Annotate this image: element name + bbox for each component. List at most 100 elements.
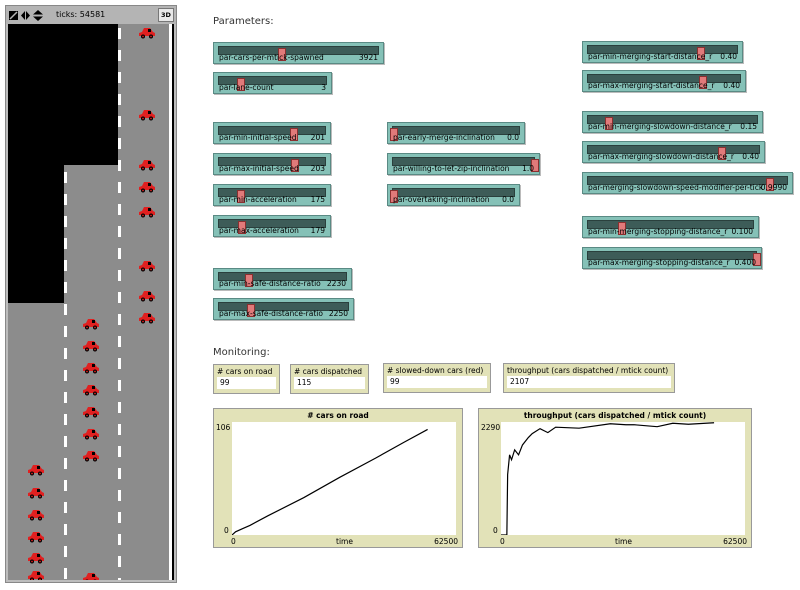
car-icon xyxy=(83,385,99,396)
slider-thumb[interactable] xyxy=(278,48,286,61)
slider-par-willing-to-let-zip-inclination[interactable]: par-willing-to-let-zip-inclination 1.0 xyxy=(387,153,540,175)
slider-thumb[interactable] xyxy=(531,159,539,172)
slider-par-early-merge-inclination[interactable]: par-early-merge-inclination 0.0 xyxy=(387,122,525,144)
lane-marking xyxy=(118,336,121,347)
slider-track[interactable] xyxy=(587,115,758,130)
slider-label: par-max-merging-start-distance_r xyxy=(588,81,715,90)
lane-marking xyxy=(118,424,121,435)
slider-thumb[interactable] xyxy=(618,222,626,235)
lane-marking xyxy=(118,138,121,149)
slider-par-max-acceleration[interactable]: par-max-acceleration 179 xyxy=(213,215,331,237)
slider-thumb[interactable] xyxy=(699,76,707,89)
lane-marking xyxy=(64,326,67,337)
slider-track[interactable] xyxy=(390,126,520,141)
slider-thumb[interactable] xyxy=(718,147,727,160)
lane-marking xyxy=(64,524,67,535)
lane-marking xyxy=(118,270,121,281)
monitor-label: throughput (cars dispatched / mtick coun… xyxy=(507,366,669,375)
car-icon xyxy=(28,488,44,499)
slider-par-max-merging-slowdown-distance_r[interactable]: par-max-merging-slowdown-distance_r 0.40 xyxy=(582,141,765,163)
slider-track[interactable] xyxy=(218,219,326,234)
slider-par-max-initial-speed[interactable]: par-max-initial-speed 203 xyxy=(213,153,331,175)
lane-marking xyxy=(118,380,121,391)
plot-xlabel: time xyxy=(336,537,353,546)
slider-track[interactable] xyxy=(218,272,347,287)
car-icon xyxy=(28,510,44,521)
slider-value: 0.40 xyxy=(723,81,740,90)
slider-value: 0.0 xyxy=(507,133,519,142)
slider-par-min-acceleration[interactable]: par-min-acceleration 175 xyxy=(213,184,331,206)
car-icon xyxy=(139,261,155,272)
slider-par-min-safe-distance-ratio[interactable]: par-min-safe-distance-ratio 2230 xyxy=(213,268,352,290)
lane-marking xyxy=(118,292,121,303)
lane-marking xyxy=(64,414,67,425)
slider-track[interactable] xyxy=(587,176,788,191)
lane-marking xyxy=(118,358,121,369)
slider-par-cars-per-mtick-spawned[interactable]: par-cars-per-mtick-spawned 3921 xyxy=(213,42,384,64)
slider-track[interactable] xyxy=(218,76,327,91)
slider-thumb[interactable] xyxy=(237,190,246,203)
car-icon xyxy=(28,532,44,543)
slider-thumb[interactable] xyxy=(753,253,761,266)
slider-value: 179 xyxy=(310,226,325,235)
slider-par-lane-count[interactable]: par-lane-count 3 xyxy=(213,72,332,94)
slider-par-overtaking-inclination[interactable]: par-overtaking-inclination 0.0 xyxy=(387,184,520,206)
lane-marking xyxy=(118,50,121,61)
plot-xmin: 0 xyxy=(500,537,505,546)
lane-marking xyxy=(64,546,67,557)
slider-thumb[interactable] xyxy=(245,274,254,287)
plot-area xyxy=(232,422,456,535)
slider-track[interactable] xyxy=(392,157,539,172)
slider-par-merging-slowdown-speed-modifier-per-tick[interactable]: par-merging-slowdown-speed-modifier-per-… xyxy=(582,172,793,194)
monitor: # cars dispatched 115 xyxy=(290,364,369,394)
slider-thumb[interactable] xyxy=(390,128,398,141)
plot-title: throughput (cars dispatched / mtick coun… xyxy=(523,411,707,420)
lane-marking xyxy=(64,502,67,513)
slider-track[interactable] xyxy=(218,302,349,317)
lane-marking xyxy=(118,28,121,39)
slider-track[interactable] xyxy=(587,45,738,60)
slider-thumb[interactable] xyxy=(766,178,775,191)
slider-track[interactable] xyxy=(218,126,326,141)
slider-thumb[interactable] xyxy=(390,190,398,203)
slider-track[interactable] xyxy=(218,157,326,172)
slider-thumb[interactable] xyxy=(290,128,299,141)
slider-value: 0.9990 xyxy=(760,183,787,192)
slider-par-min-merging-start-distance_r[interactable]: par-min-merging-start-distance_r 0.40 xyxy=(582,41,743,63)
slider-value: 0.100 xyxy=(731,227,753,236)
lane-marking xyxy=(64,238,67,249)
slider-label: par-min-safe-distance-ratio xyxy=(219,279,321,288)
slider-par-max-merging-stopping-distance_r[interactable]: par-max-merging-stopping-distance_r 0.40… xyxy=(582,247,762,269)
slider-par-min-merging-slowdown-distance_r[interactable]: par-min-merging-slowdown-distance_r 0.15 xyxy=(582,111,763,133)
view-control-icons[interactable] xyxy=(9,10,49,21)
slider-track[interactable] xyxy=(390,188,515,203)
slider-thumb[interactable] xyxy=(238,221,247,234)
monitor: throughput (cars dispatched / mtick coun… xyxy=(503,363,675,393)
slider-thumb[interactable] xyxy=(237,78,246,91)
lane-marking xyxy=(118,402,121,413)
slider-thumb[interactable] xyxy=(605,117,614,130)
slider-label: par-min-initial-speed xyxy=(219,133,297,142)
car-icon xyxy=(83,341,99,352)
lane-marking xyxy=(64,260,67,271)
slider-track[interactable] xyxy=(587,251,761,266)
3d-button[interactable]: 3D xyxy=(158,8,174,22)
off-road-area xyxy=(8,24,118,165)
slider-thumb[interactable] xyxy=(246,304,255,317)
monitor-label: # cars on road xyxy=(217,367,273,376)
slider-track[interactable] xyxy=(587,145,760,160)
slider-label: par-early-merge-inclination xyxy=(393,133,495,142)
left-right-arrows-icon xyxy=(21,11,30,20)
slider-track[interactable] xyxy=(218,188,326,203)
slider-par-max-safe-distance-ratio[interactable]: par-max-safe-distance-ratio 2250 xyxy=(213,298,354,320)
slider-track[interactable] xyxy=(218,46,379,61)
monitor-value: 99 xyxy=(387,376,487,388)
slider-thumb[interactable] xyxy=(291,159,300,172)
slider-track[interactable] xyxy=(587,220,754,235)
slider-value: 0.15 xyxy=(740,122,757,131)
slider-thumb[interactable] xyxy=(696,47,705,60)
slider-par-max-merging-start-distance_r[interactable]: par-max-merging-start-distance_r 0.40 xyxy=(582,70,746,92)
slider-par-min-merging-stopping-distance_r[interactable]: par-min-merging-stopping-distance_r 0.10… xyxy=(582,216,759,238)
slider-track[interactable] xyxy=(587,74,741,89)
slider-par-min-initial-speed[interactable]: par-min-initial-speed 201 xyxy=(213,122,331,144)
